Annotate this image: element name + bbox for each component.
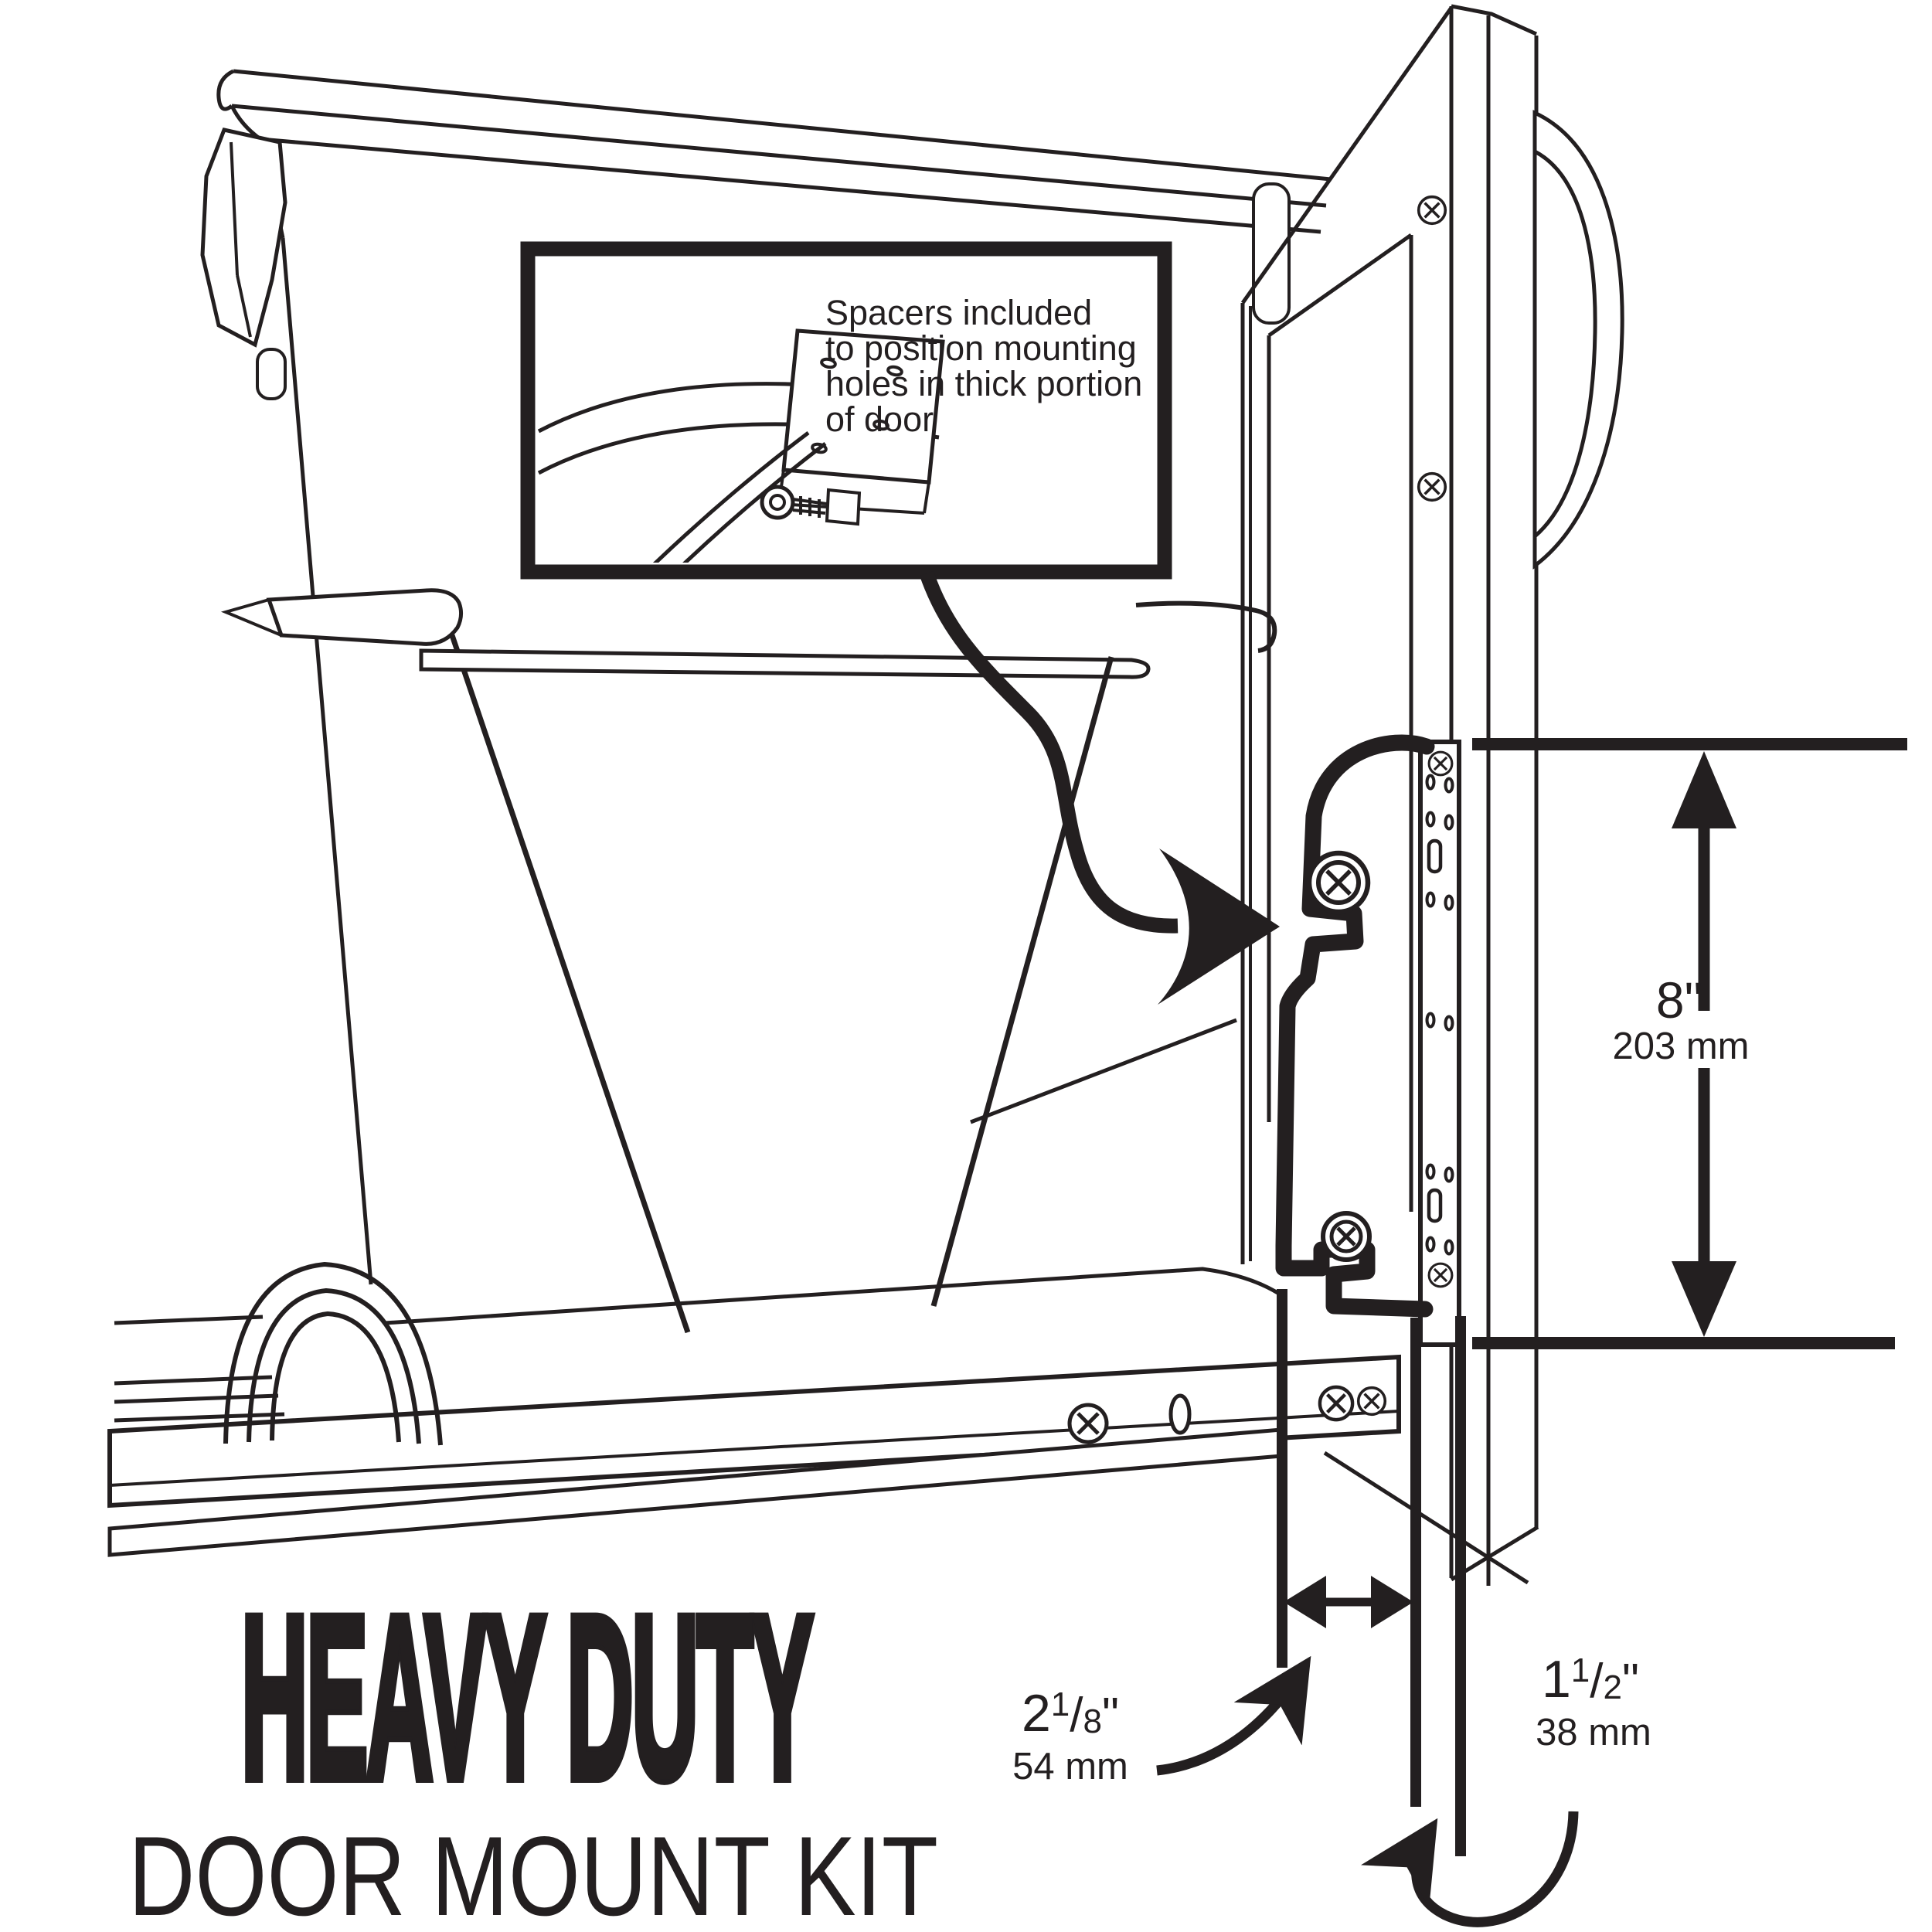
bin-rim-mid-edge	[231, 104, 1327, 208]
door-screw-icon-top	[1417, 195, 1447, 226]
basket-shelf-wire	[419, 648, 1151, 679]
door-top-cap	[1451, 4, 1538, 36]
callout-arrowhead-icon	[1158, 849, 1280, 1005]
bin-rim-top-edge	[233, 69, 1332, 182]
plate-slot-upper	[1427, 838, 1443, 874]
title-block: HEAVY DUTY DOOR MOUNT KIT	[128, 1562, 938, 1932]
down-arrow-icon	[1672, 1261, 1736, 1337]
basket-rear-wire	[930, 656, 1114, 1307]
bin-right-latch	[1252, 182, 1291, 325]
callout-line-2: to position mounting	[825, 328, 1137, 368]
basket-front-wire	[449, 634, 691, 1334]
door-handle-icon	[1532, 110, 1624, 570]
door-handle-inner-line	[1533, 149, 1597, 538]
bin-left-latch-tab	[256, 348, 287, 400]
curved-arrow-a-icon	[1156, 1655, 1311, 1776]
dim-offset-b-mm: 38 mm	[1536, 1712, 1651, 1753]
dim-offset-a-mm: 54 mm	[1012, 1746, 1128, 1787]
curved-arrow-b-icon	[1361, 1811, 1579, 1927]
bin-rim-bottom-edge	[260, 137, 1321, 234]
callout-line-4: of door	[825, 400, 934, 439]
callout-line-3: holes in thick portion	[825, 364, 1142, 403]
basket-handle-fold	[220, 598, 282, 637]
dimensions: 8" 203 mm 21/8" 54 mm 11/2" 38 mm	[1012, 738, 1907, 1927]
basket-bottom-loop-mid	[247, 1287, 421, 1444]
bin-bottom-rear-edge	[970, 1018, 1237, 1124]
door-mount-bracket	[1275, 734, 1435, 1318]
bin-bottom-front-edge	[384, 1267, 1281, 1325]
right-arrow-icon	[1371, 1576, 1413, 1628]
dim-offset-b: 11/2"	[1542, 1650, 1639, 1709]
bin-left-latch	[200, 128, 287, 348]
bracket-screw-icon-upper	[1306, 850, 1371, 915]
rail-slot	[1168, 1393, 1192, 1435]
basket-bottom-wires	[114, 1315, 285, 1423]
title-line-1: HEAVY DUTY	[241, 1567, 812, 1827]
title-line-2: DOOR MOUNT KIT	[128, 1813, 938, 1932]
left-arrow-icon	[1284, 1576, 1326, 1628]
door-top-edge	[1240, 6, 1454, 304]
dim-height-mm: 203 mm	[1612, 1026, 1749, 1067]
plate-screw-icon-bottom	[1427, 1262, 1454, 1288]
callout-bracket-arm	[652, 431, 827, 563]
bracket-screw-icon-lower	[1321, 1211, 1372, 1262]
bin-left-latch-detail	[230, 141, 252, 338]
basket-bottom-loop-inner	[270, 1311, 401, 1443]
callout-text: Spacers included to position mounting ho…	[825, 293, 1142, 439]
plate-body	[1418, 740, 1461, 1347]
door-recessed-panel	[1267, 233, 1413, 1212]
rail-screw-icon-3	[1356, 1386, 1387, 1417]
plate-holes	[1425, 774, 1454, 1256]
callout-bolt-thread	[792, 496, 828, 518]
callout-bolt-center	[769, 494, 786, 511]
up-arrow-icon	[1672, 751, 1736, 828]
dim-offset-a: 21/8"	[1022, 1684, 1119, 1743]
callout-illustration	[537, 328, 945, 563]
plate-screw-icon-top	[1427, 750, 1454, 777]
wire-basket	[114, 588, 1277, 1446]
mounting-plate	[1418, 740, 1461, 1347]
waste-bin	[200, 69, 1332, 1325]
dim-height-inches: 8"	[1656, 971, 1702, 1029]
bin-left-wall	[281, 237, 373, 1285]
basket-rear-hook-wire	[1135, 600, 1277, 653]
callout: Spacers included to position mounting ho…	[520, 241, 1280, 1005]
basket-handle-loop	[266, 588, 464, 646]
door-screw-icon-bottom	[1417, 471, 1447, 502]
callout-line-1: Spacers included	[825, 293, 1092, 332]
cabinet-door	[1240, 4, 1624, 1586]
basket-bottom-loop-outer	[223, 1261, 443, 1446]
cabinet-bottom-edge	[1323, 1451, 1529, 1585]
rail-screw-icon-1	[1070, 1405, 1107, 1442]
bracket-profile	[1275, 734, 1435, 1318]
callout-leader-line	[920, 570, 1179, 934]
plate-slot-lower	[1427, 1188, 1443, 1223]
rail-screw-icon-2	[1320, 1387, 1352, 1420]
pullout-rails	[107, 1354, 1529, 1585]
callout-spacer	[825, 488, 862, 526]
